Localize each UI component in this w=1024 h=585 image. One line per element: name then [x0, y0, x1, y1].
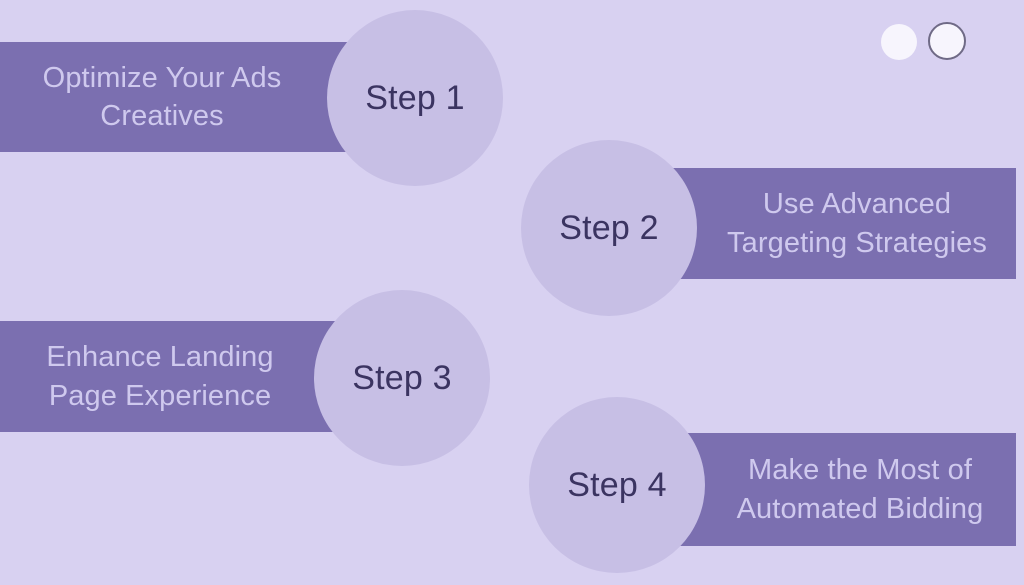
step-1-description-text: Optimize Your Ads Creatives	[42, 61, 282, 132]
step-4-label: Step 4	[567, 465, 667, 504]
step-2-description-bar: Use Advanced Targeting Strategies	[648, 168, 1016, 279]
step-1-description-bar: Optimize Your Ads Creatives	[0, 42, 380, 152]
step-3-description-bar: Enhance Landing Page Experience	[0, 321, 368, 432]
step-3-label: Step 3	[352, 358, 452, 397]
step-4-circle: Step 4	[529, 397, 705, 573]
step-1-circle: Step 1	[327, 10, 503, 186]
step-2-circle: Step 2	[521, 140, 697, 316]
outlined-circle-icon	[928, 22, 966, 60]
step-4-description-bar: Make the Most of Automated Bidding	[656, 433, 1016, 546]
step-3-description-text: Enhance Landing Page Experience	[46, 341, 274, 412]
step-1-label: Step 1	[365, 78, 465, 117]
filled-circle-icon	[881, 24, 917, 60]
step-4-description-text: Make the Most of Automated Bidding	[736, 454, 984, 525]
step-2-label: Step 2	[559, 208, 659, 247]
step-2-description-text: Use Advanced Targeting Strategies	[727, 188, 987, 259]
step-3-circle: Step 3	[314, 290, 490, 466]
